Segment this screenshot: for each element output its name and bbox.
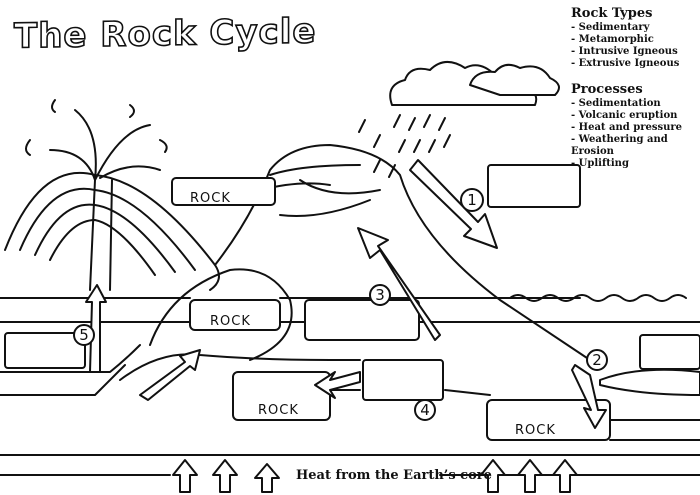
arrow-sedimentation (571, 364, 607, 429)
processes-list: Sedimentation Volcanic eruption Heat and… (571, 98, 700, 170)
process-item: Weathering and Erosion (571, 134, 700, 158)
rock-type-item: Intrusive Igneous (571, 46, 700, 58)
step-number-2: 2 (586, 349, 608, 371)
rock-label: ROCK (258, 403, 299, 418)
arrow-weathering (409, 159, 498, 249)
blank-box-middle (304, 299, 420, 341)
rock-types-list: Sedimentary Metamorphic Intrusive Igneou… (571, 22, 700, 70)
sediment-pile (599, 368, 700, 396)
heat-arrows (172, 459, 578, 493)
arrow-uplift (357, 227, 441, 341)
rock-label: ROCK (190, 191, 231, 206)
sea-waves (509, 294, 687, 302)
heat-caption: Heat from the Earth’s core (296, 468, 492, 483)
blank-label-boxes (4, 164, 700, 401)
svg-text:4: 4 (420, 401, 430, 419)
process-arrows (85, 159, 607, 429)
process-item: Heat and pressure (571, 122, 700, 134)
rock-type-item: Metamorphic (571, 34, 700, 46)
blank-box-right (639, 334, 700, 370)
step-number-1: 1 (460, 188, 484, 212)
legend: Rock Types Sedimentary Metamorphic Intru… (571, 6, 700, 182)
step-number-5: 5 (73, 324, 95, 346)
magma-chamber (149, 268, 293, 361)
step-number-3: 3 (369, 284, 391, 306)
svg-text:2: 2 (592, 351, 602, 369)
rock-types-heading: Rock Types (571, 6, 653, 21)
rock-box-2: ROCK (189, 299, 281, 331)
svg-text:1: 1 (467, 191, 477, 209)
rock-label: ROCK (515, 423, 556, 438)
rain-cloud (358, 61, 560, 178)
blank-box-left (4, 332, 86, 369)
rock-box-3: ROCK (232, 371, 331, 421)
blank-box-lower (362, 359, 444, 401)
rock-box-1: ROCK (171, 177, 276, 206)
rock-type-item: Extrusive Igneous (571, 58, 700, 70)
page-title: The Rock Cycle (13, 11, 317, 58)
arrow-heat-pressure (314, 371, 361, 399)
processes-heading: Processes (571, 82, 643, 97)
arrow-magma (139, 349, 201, 401)
process-item: Sedimentation (571, 98, 700, 110)
step-number-4: 4 (414, 399, 436, 421)
process-item: Uplifting (571, 158, 700, 170)
rock-box-4: ROCK (486, 399, 611, 441)
arrow-volcanic (85, 284, 107, 373)
process-item: Volcanic eruption (571, 110, 700, 122)
rock-type-item: Sedimentary (571, 22, 700, 34)
rock-label: ROCK (210, 314, 251, 329)
svg-text:3: 3 (375, 286, 385, 304)
svg-text:5: 5 (79, 326, 89, 344)
blank-box-weathering (487, 164, 581, 208)
